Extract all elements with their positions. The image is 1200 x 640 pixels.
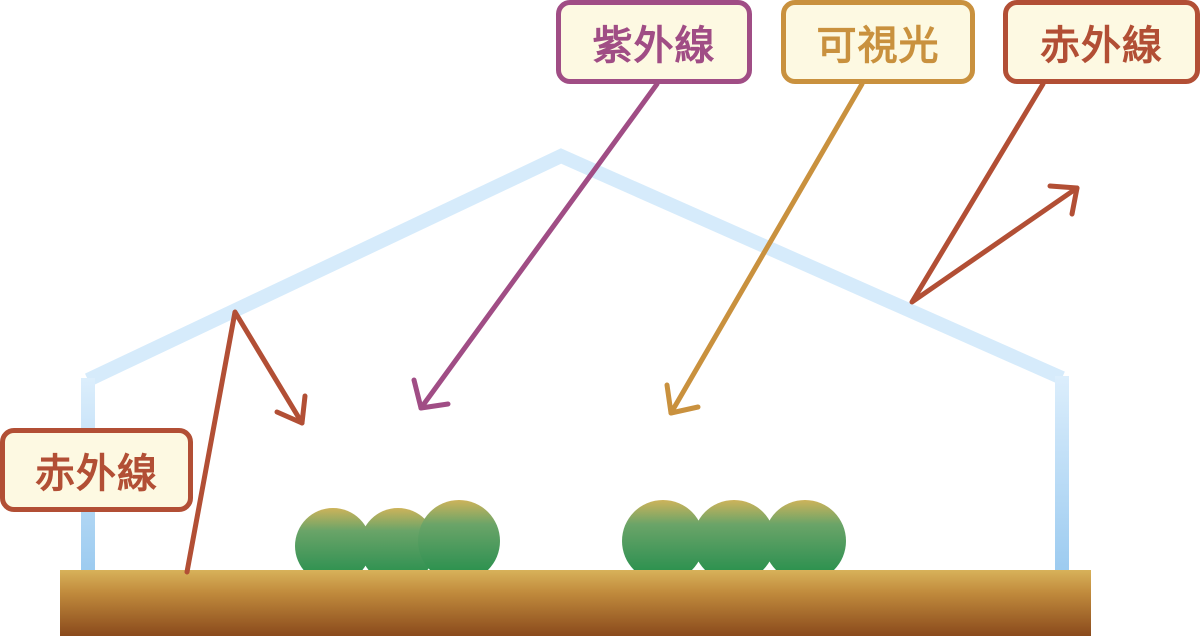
plants-left-group [295, 500, 500, 584]
soil [60, 570, 1091, 636]
visible-light-arrowhead [664, 382, 701, 416]
plant [360, 508, 436, 584]
greenhouse-frame [81, 148, 1069, 572]
visible-light-arrow [664, 81, 865, 416]
plant [295, 508, 371, 584]
infrared-left-arrowhead [274, 393, 308, 426]
uv-label: 紫外線 [556, 0, 752, 84]
uv-arrowhead [411, 377, 451, 411]
infrared-top-arrow [909, 81, 1080, 305]
plant [764, 500, 846, 582]
infrared-top-arrowhead [1047, 183, 1080, 217]
plant [418, 500, 500, 582]
plant [622, 500, 704, 582]
visible-light-label: 可視光 [781, 0, 975, 84]
infrared-label-top: 赤外線 [1003, 0, 1200, 84]
uv-arrow [411, 81, 660, 411]
greenhouse-roof [85, 148, 1065, 387]
infrared-left-arrow [184, 309, 308, 575]
plants-right-group [622, 500, 846, 582]
infrared-label-left: 赤外線 [0, 428, 193, 512]
greenhouse-wall-right [1055, 376, 1069, 572]
plant [693, 500, 775, 582]
